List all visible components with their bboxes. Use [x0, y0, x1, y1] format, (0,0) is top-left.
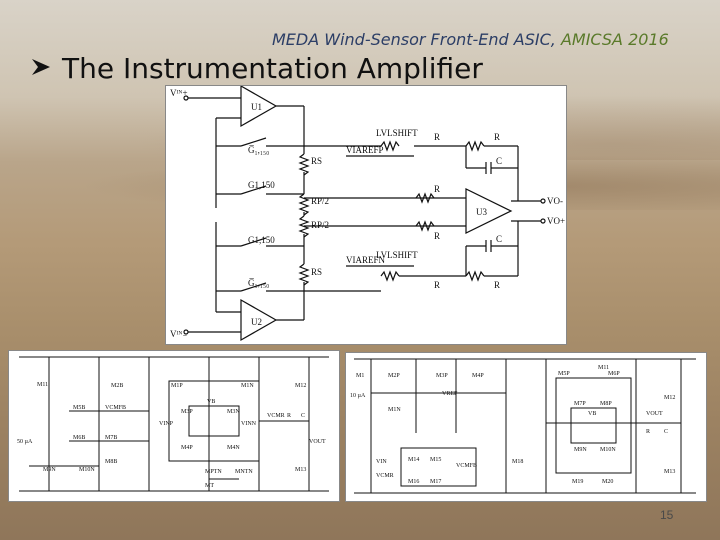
capacitor-label: C [664, 429, 668, 435]
node-label: VCMR [267, 413, 285, 419]
transistor-label: M4P [472, 373, 484, 379]
label-r-6: R [494, 280, 500, 290]
transistor-label: M20 [602, 479, 613, 485]
label-g1-top-bar: G̅₁,₁₅₀ [248, 145, 269, 155]
transistor-label: M12 [295, 383, 306, 389]
transistor-label: M3P [181, 409, 193, 415]
node-label: VCMFB [456, 463, 477, 469]
transistor-label: M4P [181, 445, 193, 451]
instrumentation-amplifier-schematic: Vᴵᴺ+ Vᴵᴺ₋ U1 U2 U3 G̅₁,₁₅₀ G1,150 G1,150… [165, 84, 567, 345]
transistor-label: M9N [574, 447, 587, 453]
label-lvlshift-bot: LVLSHIFT [376, 250, 418, 260]
page-number: 15 [660, 508, 674, 522]
node-label: VIN [376, 459, 387, 465]
header-conference: AMICSA 2016 [560, 30, 669, 49]
label-r-5: R [434, 280, 440, 290]
label-r-1: R [434, 132, 440, 142]
node-label: VCMFB [105, 405, 126, 411]
transistor-label: M16 [408, 479, 419, 485]
label-u1: U1 [251, 102, 262, 112]
label-u3: U3 [476, 207, 487, 217]
current-source-label: 50 µA [17, 439, 33, 445]
transistor-label: M13 [664, 469, 675, 475]
label-vin-minus: Vᴵᴺ₋ [170, 329, 187, 339]
arrow-bullet-icon [30, 52, 52, 85]
label-g1-bot: G1,150 [248, 235, 275, 245]
label-c-top: C [496, 156, 502, 166]
transistor-label: M15 [430, 457, 441, 463]
label-r-4: R [434, 231, 440, 241]
opamp-transistor-schematic-left: M11 M2B M1P M1N M3P M3N M4P M4N VCMFB VC… [8, 350, 340, 502]
transistor-label: M1 [356, 373, 364, 379]
node-label: VCMR [376, 473, 394, 479]
transistor-label: M19 [572, 479, 583, 485]
transistor-label: M11 [37, 382, 48, 388]
label-viarefn: VIAREFN [346, 255, 386, 265]
label-rs-bot: RS [311, 267, 322, 277]
transistor-label: MT [205, 483, 214, 489]
transistor-label: M11 [598, 365, 609, 371]
transistor-label: MPTN [205, 469, 222, 475]
header-title: MEDA Wind-Sensor Front-End ASIC, [272, 30, 556, 49]
transistor-label: M5B [73, 405, 85, 411]
opamp-transistor-schematic-right: M1 M2P M3P M4P M1N 10 µA M5P M6P M7P M8P… [345, 352, 707, 502]
label-lvlshift-top: LVLSHIFT [376, 128, 418, 138]
label-rp2-a: RP/2 [311, 196, 329, 206]
transistor-label: M13 [295, 467, 306, 473]
transistor-label: M7P [574, 401, 586, 407]
transistor-label: M9N [43, 467, 56, 473]
transistor-label: M4N [227, 445, 240, 451]
label-r-3: R [434, 184, 440, 194]
node-label: VOUT [646, 411, 663, 417]
transistor-label: M12 [664, 395, 675, 401]
transistor-label: M10N [600, 447, 616, 453]
label-vo-minus: VO- [547, 196, 563, 206]
transistor-label: M3N [227, 409, 240, 415]
node-label: VREF [442, 391, 458, 397]
node-label: VB [207, 399, 215, 405]
transistor-label: M3P [436, 373, 448, 379]
node-label: VOUT [309, 439, 326, 445]
transistor-label: M2B [111, 383, 123, 389]
transistor-label: M17 [430, 479, 441, 485]
label-vo-plus: VO+ [547, 216, 565, 226]
transistor-label: M6B [73, 435, 85, 441]
node-label: VINP [159, 421, 174, 427]
transistor-label: M6P [608, 371, 620, 377]
slide-title-text: The Instrumentation Amplifier [62, 52, 483, 85]
label-viarefp: VIAREFP [346, 145, 384, 155]
label-vin-plus: Vᴵᴺ+ [170, 88, 188, 98]
label-rs-top: RS [311, 156, 322, 166]
transistor-label: M2P [388, 373, 400, 379]
transistor-label: MNTN [235, 469, 253, 475]
transistor-label: M14 [408, 457, 419, 463]
transistor-label: M18 [512, 459, 523, 465]
label-u2: U2 [251, 317, 262, 327]
transistor-label: M1N [241, 383, 254, 389]
slide-title: The Instrumentation Amplifier [30, 52, 483, 85]
label-g1-bot-bar: G̅₁,₁₅₀ [248, 278, 269, 288]
resistor-label: R [646, 429, 650, 435]
transistor-label: M5P [558, 371, 570, 377]
label-c-bot: C [496, 234, 502, 244]
capacitor-label: C [301, 413, 305, 419]
resistor-label: R [287, 413, 291, 419]
label-g1-top: G1,150 [248, 180, 275, 190]
node-label: VINN [241, 421, 257, 427]
label-rp2-b: RP/2 [311, 220, 329, 230]
transistor-label: M8B [105, 459, 117, 465]
transistor-label: M1N [388, 407, 401, 413]
transistor-label: M7B [105, 435, 117, 441]
transistor-label: M8P [600, 401, 612, 407]
slide-header: MEDA Wind-Sensor Front-End ASIC, AMICSA … [272, 30, 669, 49]
transistor-label: M10N [79, 467, 95, 473]
current-source-label: 10 µA [350, 393, 366, 399]
label-r-2: R [494, 132, 500, 142]
transistor-label: M1P [171, 383, 183, 389]
node-label: VB [588, 411, 596, 417]
